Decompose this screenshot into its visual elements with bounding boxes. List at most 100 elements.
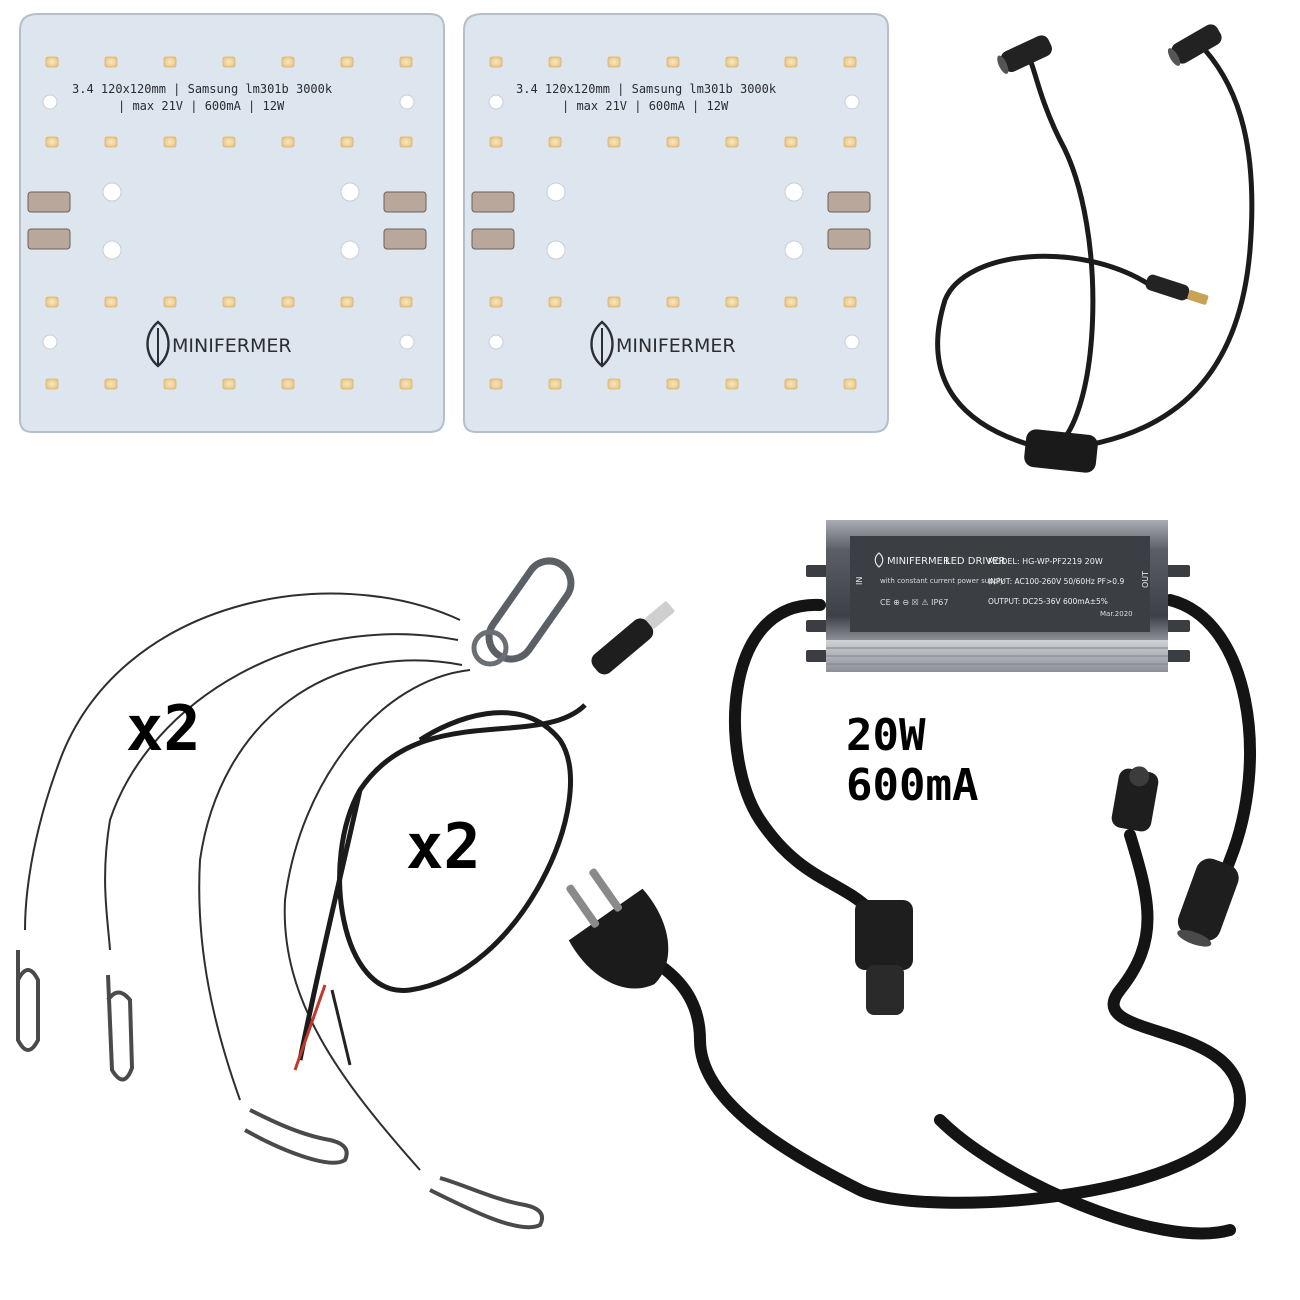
led-chip <box>222 136 236 148</box>
board-spec-line-1: 3.4 120x120mm | Samsung lm301b 3000k <box>72 82 333 96</box>
led-chip <box>163 56 177 68</box>
led-chip <box>489 378 503 390</box>
hook-group <box>16 950 545 1230</box>
led-chip <box>843 378 857 390</box>
led-chip <box>489 136 503 148</box>
led-chip <box>45 378 59 390</box>
led-chip <box>725 56 739 68</box>
led-chip <box>784 296 798 308</box>
mount-hole-group <box>488 94 860 350</box>
led-chip <box>340 296 354 308</box>
led-chip <box>399 378 413 390</box>
board-brand: MINIFERMER <box>616 335 736 357</box>
dc-female-jack <box>997 35 1052 74</box>
driver-subtitle: with constant current power supply <box>880 577 1004 585</box>
led-chip <box>548 296 562 308</box>
led-chip <box>340 378 354 390</box>
led-grid <box>489 56 857 390</box>
led-chip <box>399 136 413 148</box>
led-chip <box>340 56 354 68</box>
dc-female-jack <box>1167 24 1222 66</box>
led-chip <box>725 136 739 148</box>
led-chip <box>104 378 118 390</box>
board-brand: MINIFERMER <box>172 335 292 357</box>
led-chip <box>548 378 562 390</box>
terminal-group <box>27 191 427 250</box>
splitter-junction <box>1024 429 1098 473</box>
led-chip <box>784 136 798 148</box>
board-spec-line-2: | max 21V | 600mA | 12W <box>562 99 729 113</box>
driver-side-in: IN <box>855 577 864 585</box>
driver-model: MODEL: HG-WP-PF2219 20W <box>988 557 1103 566</box>
led-chip <box>399 56 413 68</box>
led-chip <box>163 296 177 308</box>
led-chip <box>607 136 621 148</box>
leaf-icon <box>874 552 884 568</box>
driver-title: LED DRIVER <box>945 556 1006 567</box>
carabiner-icon <box>485 557 575 663</box>
led-driver: IN OUT MINIFERMER LED DRIVER with consta… <box>806 520 1190 672</box>
led-chip <box>489 56 503 68</box>
driver-brand: MINIFERMER <box>887 556 950 567</box>
led-chip <box>45 296 59 308</box>
hangers-quantity-label: x2 <box>126 692 201 765</box>
leaf-icon <box>146 320 170 368</box>
dc-male-plug <box>591 601 675 675</box>
led-chip <box>163 136 177 148</box>
led-chip <box>281 296 295 308</box>
y-splitter-cable <box>935 24 1255 473</box>
led-chip <box>725 296 739 308</box>
board-spec-line-1: 3.4 120x120mm | Samsung lm301b 3000k <box>516 82 777 96</box>
led-board-2: 3.4 120x120mm | Samsung lm301b 3000k | m… <box>463 13 889 433</box>
terminal-group <box>471 191 871 250</box>
led-chip <box>607 296 621 308</box>
pcb-outline <box>19 13 445 433</box>
led-chip <box>281 56 295 68</box>
led-chip <box>222 56 236 68</box>
driver-marks: CE ⊕ ⊖ ☒ ⚠ IP67 <box>880 598 948 607</box>
led-chip <box>548 136 562 148</box>
led-chip <box>725 378 739 390</box>
mount-hole-group <box>42 94 415 350</box>
led-chip <box>104 296 118 308</box>
driver-cables <box>629 594 1256 1240</box>
led-chip <box>104 136 118 148</box>
led-chip <box>45 56 59 68</box>
led-chip <box>666 296 680 308</box>
driver-side-out: OUT <box>1141 571 1150 588</box>
driver-input-connector <box>1111 766 1159 832</box>
led-chip <box>843 56 857 68</box>
dc-male-plug <box>1145 274 1209 305</box>
led-chip <box>607 378 621 390</box>
leaf-icon <box>590 320 614 368</box>
led-chip <box>843 296 857 308</box>
board-spec-line-2: | max 21V | 600mA | 12W <box>118 99 285 113</box>
led-chip <box>607 56 621 68</box>
wires-quantity-label: x2 <box>406 810 481 883</box>
led-chip <box>784 378 798 390</box>
driver-current-label: 600mA <box>846 760 978 811</box>
driver-dc-jack <box>1177 858 1239 947</box>
led-board-1: 3.4 120x120mm | Samsung lm301b 3000k | m… <box>19 13 445 433</box>
driver-output-connector <box>855 900 913 1015</box>
led-chip <box>281 136 295 148</box>
driver-fins <box>826 647 1168 665</box>
hanging-cables <box>24 592 471 1171</box>
driver-output: OUTPUT: DC25-36V 600mA±5% <box>988 597 1108 606</box>
led-chip <box>784 56 798 68</box>
led-chip <box>222 296 236 308</box>
led-chip <box>45 136 59 148</box>
led-chip <box>666 56 680 68</box>
pcb-outline <box>463 13 889 433</box>
driver-label-panel <box>850 536 1150 632</box>
led-chip <box>399 296 413 308</box>
led-chip <box>340 136 354 148</box>
led-chip <box>281 378 295 390</box>
dc-pigtail-cable <box>293 601 675 1071</box>
led-chip <box>163 378 177 390</box>
led-chip <box>104 56 118 68</box>
led-chip <box>489 296 503 308</box>
driver-date: Mar.2020 <box>1100 610 1133 618</box>
driver-power-label: 20W <box>846 710 926 761</box>
